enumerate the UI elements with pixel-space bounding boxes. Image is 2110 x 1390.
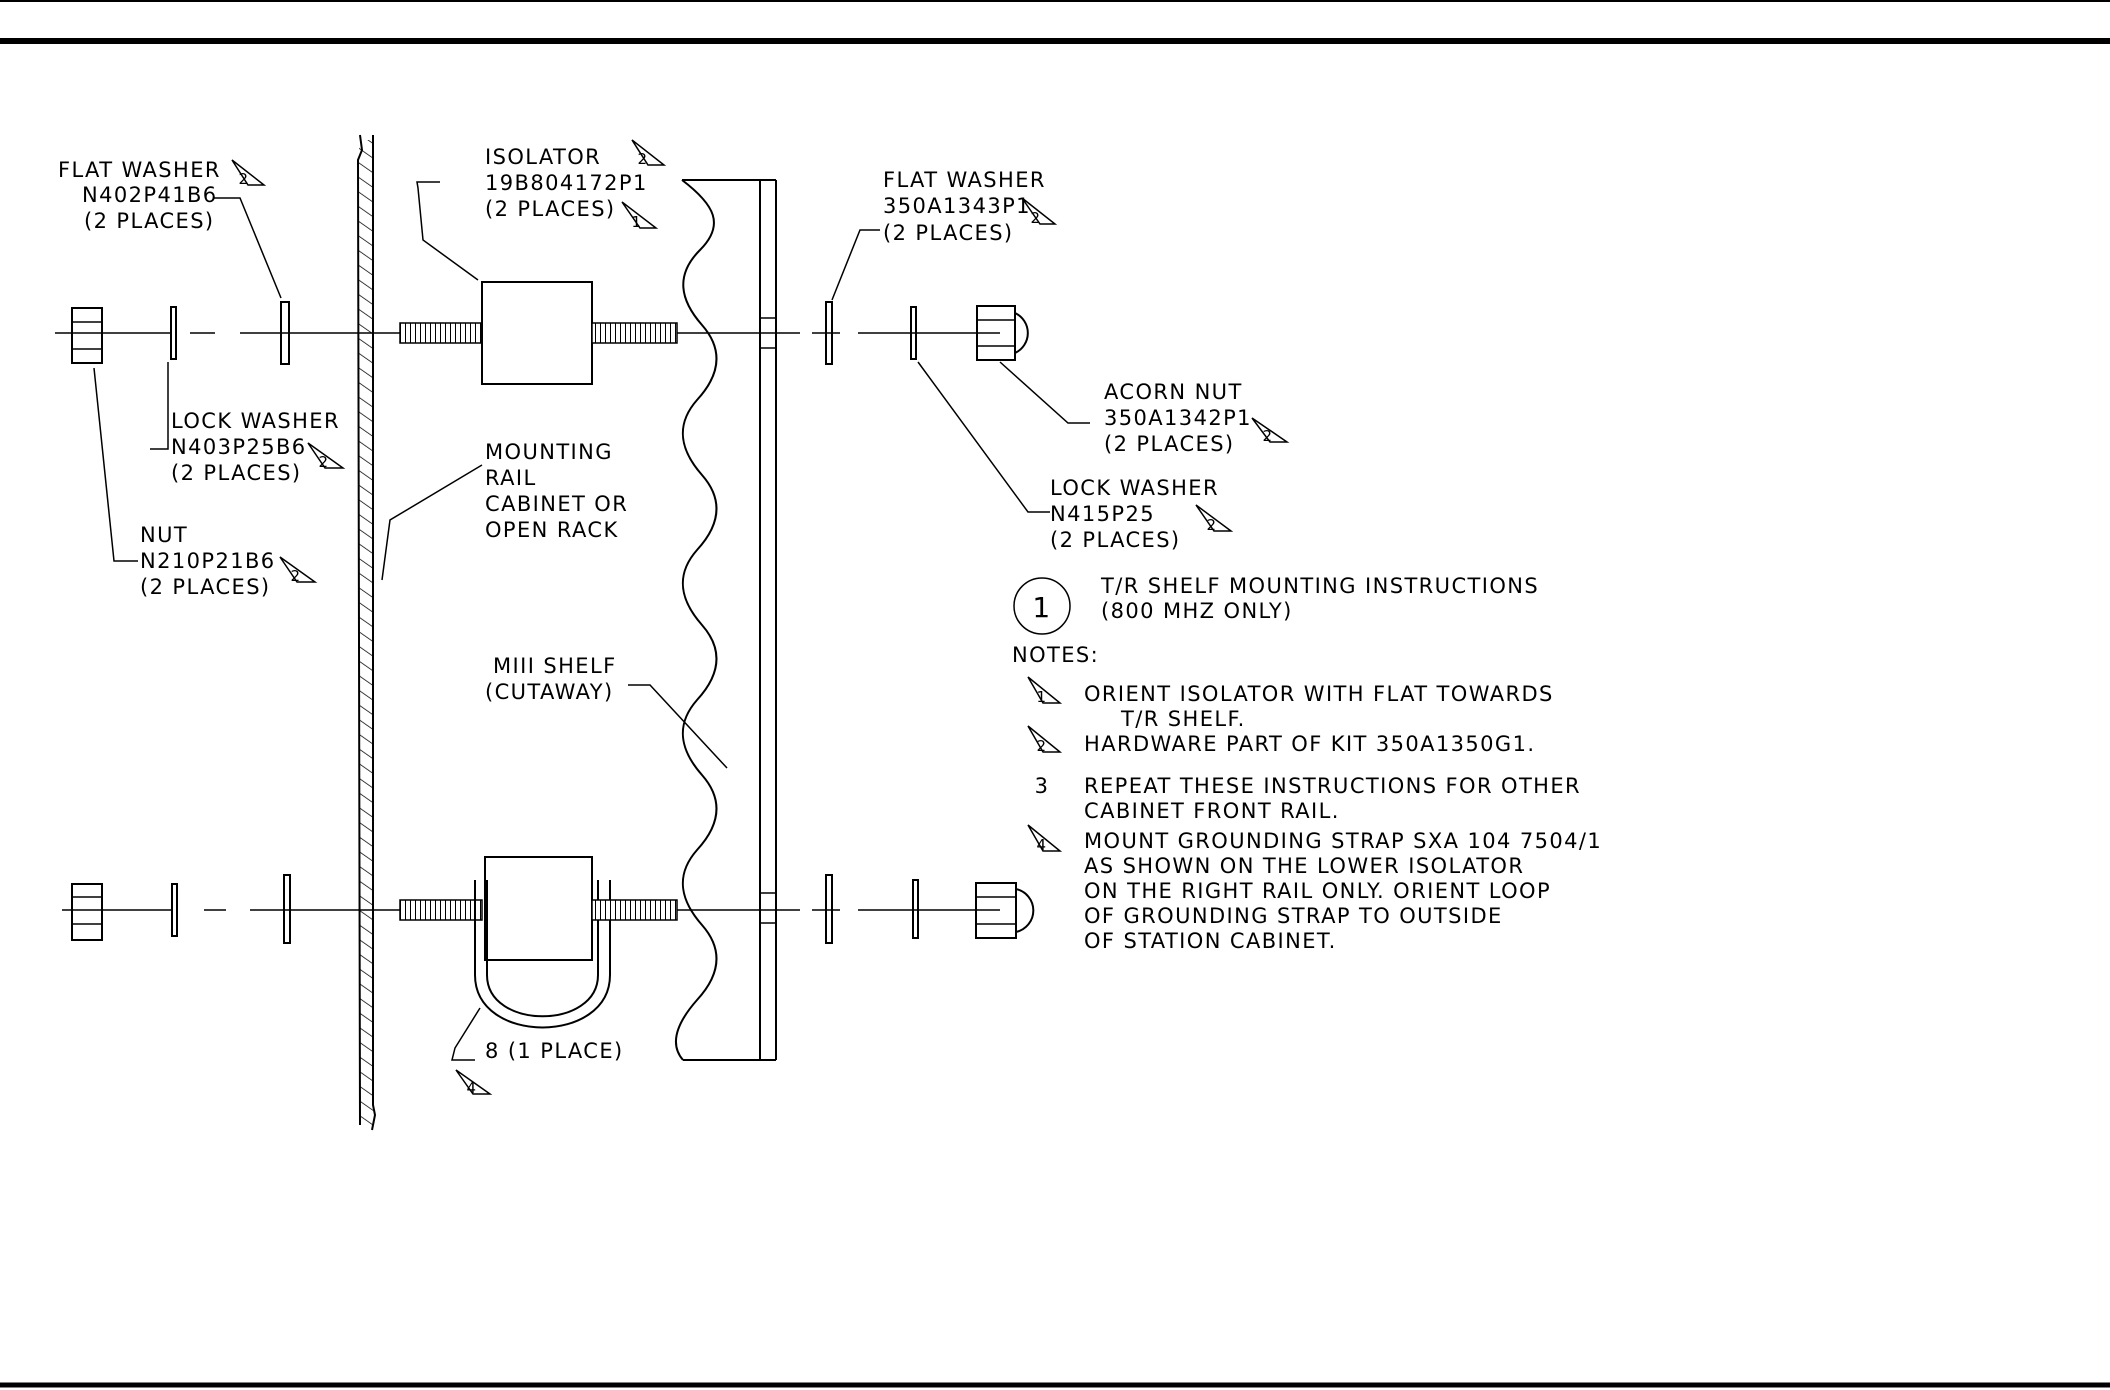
note-1-line2: T/R SHELF.	[1120, 707, 1246, 731]
title-line2: (800 MHZ ONLY)	[1101, 599, 1293, 623]
instructions-title: 1 T/R SHELF MOUNTING INSTRUCTIONS (800 M…	[1013, 574, 1539, 635]
note-1-marker: 1	[1037, 688, 1048, 706]
acorn-nut-lower	[975, 882, 1035, 939]
acorn-nut-note: 2	[1263, 427, 1274, 445]
note-1-line1: ORIENT ISOLATOR WITH FLAT TOWARDS	[1084, 682, 1554, 706]
note-4-marker: 4	[1037, 836, 1048, 854]
flat-washer-right-part: 350A1343P1	[883, 194, 1031, 218]
nut-name: NUT	[140, 523, 188, 547]
shelf-cutaway-shape	[674, 179, 777, 1061]
note-4-line3: ON THE RIGHT RAIL ONLY. ORIENT LOOP	[1084, 879, 1551, 903]
flat-washer-left-qty: (2 PLACES)	[84, 209, 215, 233]
label-strap: 8 (1 PLACE) 4	[455, 1039, 624, 1097]
isolator-name: ISOLATOR	[485, 145, 601, 169]
nut-upper-left	[71, 307, 103, 364]
lock-washer-left-name: LOCK WASHER	[171, 409, 340, 433]
label-lock-washer-left: LOCK WASHER N403P25B6 2 (2 PLACES)	[171, 409, 346, 485]
note-4-line2: AS SHOWN ON THE LOWER ISOLATOR	[1084, 854, 1524, 878]
flat-washer-upper-left	[280, 301, 290, 365]
mounting-rail-line2: RAIL	[485, 466, 537, 490]
isolator-qty: (2 PLACES)	[485, 197, 616, 221]
mounting-rail-shape	[356, 134, 377, 1131]
stud-lower-right	[591, 899, 678, 921]
note-4-line1: MOUNT GROUNDING STRAP SXA 104 7504/1	[1084, 829, 1602, 853]
acorn-nut-qty: (2 PLACES)	[1104, 432, 1235, 456]
shelf-line2: (CUTAWAY)	[485, 680, 614, 704]
note-2-line1: HARDWARE PART OF KIT 350A1350G1.	[1084, 732, 1535, 756]
nut-part: N210P21B6	[140, 549, 276, 573]
lock-washer-right-note: 2	[1207, 516, 1218, 534]
title-line1: T/R SHELF MOUNTING INSTRUCTIONS	[1100, 574, 1539, 598]
note-3: 3 REPEAT THESE INSTRUCTIONS FOR OTHER CA…	[1035, 774, 1581, 823]
isolator-note-b: 1	[632, 213, 643, 231]
acorn-nut-name: ACORN NUT	[1104, 380, 1243, 404]
isolator-upper	[481, 281, 593, 385]
isolator-lower	[484, 856, 593, 961]
label-mounting-rail: MOUNTING RAIL CABINET OR OPEN RACK	[485, 440, 628, 542]
mounting-rail-line4: OPEN RACK	[485, 518, 619, 542]
leader-lines	[93, 181, 1090, 1061]
flat-washer-right-note: 2	[1031, 209, 1042, 227]
nut-qty: (2 PLACES)	[140, 575, 271, 599]
mounting-rail-line1: MOUNTING	[485, 440, 613, 464]
flat-washer-lower-right	[825, 874, 833, 944]
lock-washer-upper-right	[910, 306, 917, 360]
stud-lower-left	[399, 899, 483, 921]
grounding-strap	[474, 880, 611, 1029]
flat-washer-left-note: 2	[239, 170, 250, 188]
shelf-line1: MIII SHELF	[493, 654, 617, 678]
lock-washer-upper-left	[170, 306, 177, 360]
nut-note: 2	[291, 567, 302, 585]
label-lock-washer-right: LOCK WASHER N415P25 2 (2 PLACES)	[1050, 476, 1234, 552]
label-nut: NUT N210P21B6 2 (2 PLACES)	[140, 523, 318, 599]
nut-lower-left	[71, 883, 103, 941]
label-flat-washer-left: FLAT WASHER 2 N402P41B6 (2 PLACES)	[58, 158, 267, 233]
acorn-nut-upper	[976, 305, 1029, 361]
stud-upper-left	[399, 322, 483, 344]
note-1: 1 ORIENT ISOLATOR WITH FLAT TOWARDS T/R …	[1027, 676, 1554, 731]
isolator-note-a: 2	[638, 150, 649, 168]
strap-text: 8 (1 PLACE)	[485, 1039, 624, 1063]
mounting-rail-line3: CABINET OR	[485, 492, 628, 516]
title-number: 1	[1032, 591, 1051, 624]
lock-washer-lower-right	[912, 879, 919, 939]
strap-note: 4	[467, 1079, 478, 1097]
note-4: 4 MOUNT GROUNDING STRAP SXA 104 7504/1 A…	[1027, 824, 1602, 953]
lock-washer-left-part: N403P25B6	[171, 435, 307, 459]
note-3-marker: 3	[1035, 774, 1050, 798]
label-flat-washer-right: FLAT WASHER 350A1343P1 2 (2 PLACES)	[883, 168, 1058, 245]
flat-washer-left-name: FLAT WASHER	[58, 158, 221, 182]
flat-washer-left-part: N402P41B6	[82, 183, 218, 207]
lock-washer-right-name: LOCK WASHER	[1050, 476, 1219, 500]
note-3-line1: REPEAT THESE INSTRUCTIONS FOR OTHER	[1084, 774, 1581, 798]
acorn-nut-part: 350A1342P1	[1104, 406, 1252, 430]
label-acorn-nut: ACORN NUT 350A1342P1 (2 PLACES) 2	[1104, 380, 1290, 456]
lock-washer-right-part: N415P25	[1050, 502, 1155, 526]
notes-block: NOTES: 1 ORIENT ISOLATOR WITH FLAT TOWAR…	[1012, 643, 1602, 953]
notes-heading: NOTES:	[1012, 643, 1099, 667]
lower-assembly	[62, 856, 1035, 1029]
note-4-line4: OF GROUNDING STRAP TO OUTSIDE	[1084, 904, 1503, 928]
stud-upper-right	[591, 322, 678, 344]
lock-washer-left-note: 2	[319, 453, 330, 471]
flat-washer-lower-left	[283, 874, 291, 944]
label-isolator: ISOLATOR 2 19B804172P1 (2 PLACES) 1	[485, 139, 667, 231]
note-4-line5: OF STATION CABINET.	[1084, 929, 1337, 953]
note-3-line2: CABINET FRONT RAIL.	[1084, 799, 1340, 823]
note-2: 2 HARDWARE PART OF KIT 350A1350G1.	[1027, 725, 1535, 756]
flat-washer-right-qty: (2 PLACES)	[883, 221, 1014, 245]
upper-assembly	[55, 281, 1029, 385]
isolator-part: 19B804172P1	[485, 171, 648, 195]
flat-washer-upper-right	[825, 301, 833, 365]
flat-washer-right-name: FLAT WASHER	[883, 168, 1046, 192]
label-shelf: MIII SHELF (CUTAWAY)	[485, 654, 617, 704]
lock-washer-right-qty: (2 PLACES)	[1050, 528, 1181, 552]
lock-washer-lower-left	[171, 883, 178, 937]
lock-washer-left-qty: (2 PLACES)	[171, 461, 302, 485]
note-2-marker: 2	[1037, 737, 1048, 755]
